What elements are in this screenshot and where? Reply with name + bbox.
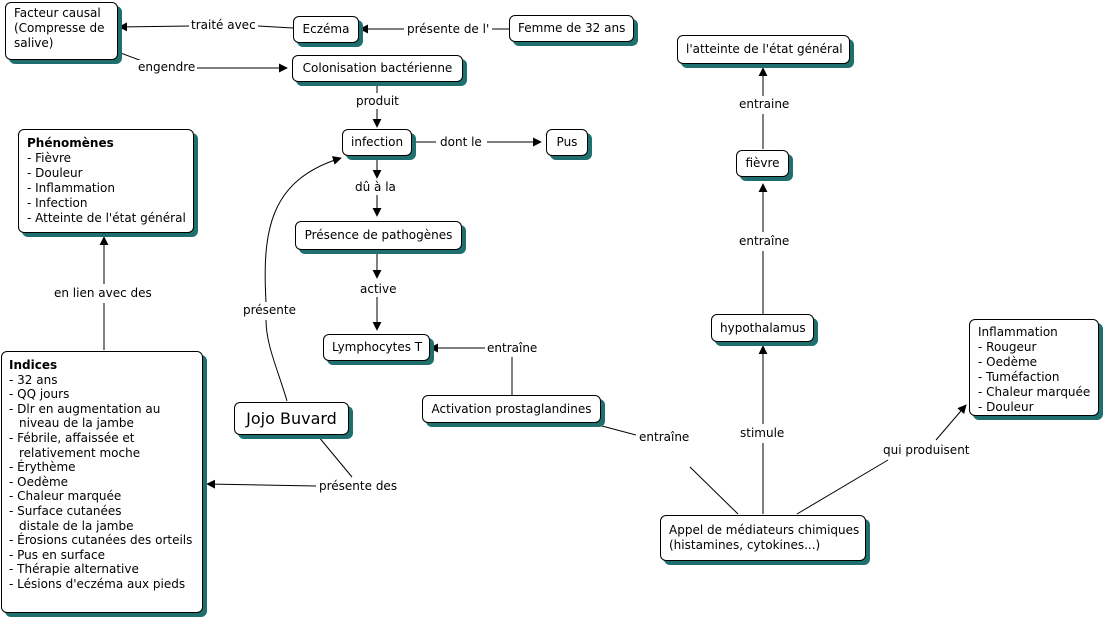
- indices-item: niveau de la jambe: [19, 416, 134, 431]
- link-label-traite-avec: traité avec: [189, 18, 258, 33]
- node-mediateurs[interactable]: Appel de médiateurs chimiques (histamine…: [660, 515, 866, 561]
- inflammation-item: - Tuméfaction: [978, 370, 1060, 384]
- indices-item: - Dlr en augmentation au: [9, 401, 161, 416]
- pathogenes-label: Présence de pathogènes: [304, 228, 453, 242]
- phenomenes-item: - Infection: [27, 196, 88, 210]
- link-label-qui-produisent: qui produisent: [881, 443, 972, 458]
- node-inflammation[interactable]: Inflammation - Rougeur - Oedème - Tuméfa…: [969, 319, 1099, 416]
- femme-label: Femme de 32 ans: [518, 21, 626, 35]
- phenomenes-item: - Inflammation: [27, 181, 115, 195]
- inflammation-item: - Rougeur: [978, 340, 1037, 354]
- link-label-presente-des: présente des: [317, 479, 400, 494]
- inflammation-item: - Oedème: [978, 355, 1038, 369]
- node-pus[interactable]: Pus: [546, 129, 588, 156]
- colonisation-label: Colonisation bactérienne: [302, 61, 453, 75]
- inflammation-item: - Chaleur marquée: [978, 385, 1091, 399]
- link-label-entraine-prostaglandines: entraîne: [637, 430, 692, 445]
- node-jojo-buvard[interactable]: Jojo Buvard: [234, 402, 349, 435]
- indices-item: - Érythème: [9, 460, 76, 475]
- node-hypothalamus[interactable]: hypothalamus: [711, 314, 814, 342]
- pus-label: Pus: [556, 135, 578, 149]
- infection-label: infection: [351, 135, 404, 149]
- link-jojo-infection: [264, 156, 342, 303]
- lymphocytes-label: Lymphocytes T: [332, 340, 423, 354]
- link-label-active: active: [358, 282, 399, 297]
- link-jojo-indices: [206, 479, 317, 489]
- indices-item: - Pus en surface: [9, 547, 105, 562]
- node-femme[interactable]: Femme de 32 ans: [509, 15, 634, 42]
- phenomenes-item: - Fièvre: [27, 151, 72, 165]
- link-label-presente: présente: [241, 303, 298, 318]
- link-label-stimule: stimule: [738, 426, 787, 441]
- inflammation-title: Inflammation: [978, 325, 1058, 339]
- node-atteinte[interactable]: l'atteinte de l'état général: [677, 35, 850, 64]
- phenomenes-title: Phénomènes: [27, 136, 114, 150]
- link-label-entraine-atteinte: entraine: [737, 97, 792, 112]
- link-eczema-facteur: [257, 25, 294, 29]
- indices-title: Indices: [9, 358, 58, 372]
- indices-item: - Thérapie alternative: [9, 562, 139, 577]
- link-label-en-lien-avec-des: en lien avec des: [52, 286, 154, 301]
- indices-item: - Érosions cutanées des orteils: [9, 533, 193, 548]
- phenomenes-item: - Atteinte de l'état général: [27, 211, 186, 225]
- fievre-label: fièvre: [745, 156, 780, 170]
- link-jojo-infection: [265, 319, 288, 402]
- link-label-du-a-la: dû à la: [353, 180, 398, 195]
- node-colonisation[interactable]: Colonisation bactérienne: [292, 55, 463, 82]
- link-label-dont-le: dont le: [438, 135, 484, 150]
- facteur-line-3: salive): [14, 36, 54, 50]
- mediateurs-line-1: Appel de médiateurs chimiques: [669, 523, 860, 537]
- link-label-presente-de-l: présente de l': [405, 22, 492, 37]
- inflammation-item: - Douleur: [978, 400, 1034, 414]
- node-pathogenes[interactable]: Présence de pathogènes: [295, 221, 462, 250]
- node-eczema[interactable]: Eczéma: [293, 16, 359, 43]
- link-mediateurs-prosta: [601, 425, 637, 436]
- indices-item: - Oedème: [9, 474, 69, 489]
- link-mediateurs-prosta: [689, 466, 739, 515]
- node-infection[interactable]: infection: [342, 129, 412, 156]
- facteur-line-1: Facteur causal: [14, 6, 101, 20]
- eczema-label: Eczéma: [302, 22, 350, 36]
- mediateurs-line-2: (histamines, cytokines...): [669, 538, 821, 552]
- link-jojo-indices: [317, 435, 353, 478]
- indices-item: relativement moche: [19, 445, 141, 460]
- atteinte-label: l'atteinte de l'état général: [686, 42, 843, 56]
- indices-item: - 32 ans: [9, 372, 58, 387]
- node-prostaglandines[interactable]: Activation prostaglandines: [422, 395, 601, 423]
- node-facteur-causal[interactable]: Facteur causal (Compresse de salive): [5, 2, 118, 60]
- node-indices[interactable]: Indices - 32 ans - QQ jours - Dlr en aug…: [1, 351, 203, 613]
- indices-item: - QQ jours: [9, 387, 70, 402]
- link-mediateurs-inflammation: [935, 404, 967, 441]
- jojo-label: Jojo Buvard: [246, 409, 337, 428]
- indices-item: - Surface cutanées: [9, 503, 122, 518]
- indices-item: distale de la jambe: [19, 518, 134, 533]
- prostaglandines-label: Activation prostaglandines: [431, 402, 592, 416]
- phenomenes-item: - Douleur: [27, 166, 83, 180]
- link-label-engendre: engendre: [136, 60, 198, 75]
- link-mediateurs-inflammation: [796, 459, 889, 515]
- link-label-produit: produit: [354, 94, 401, 109]
- indices-item: - Fébrile, affaissée et: [9, 430, 135, 445]
- indices-item: - Chaleur marquée: [9, 489, 122, 504]
- node-phenomenes[interactable]: Phénomènes - Fièvre - Douleur - Inflamma…: [18, 129, 194, 233]
- hypothalamus-label: hypothalamus: [720, 321, 806, 335]
- node-lymphocytes[interactable]: Lymphocytes T: [323, 334, 430, 361]
- link-label-entraine-fievre: entraîne: [737, 234, 792, 249]
- indices-item: - Lésions d'eczéma aux pieds: [9, 576, 186, 591]
- facteur-line-2: (Compresse de: [14, 21, 105, 35]
- node-fievre[interactable]: fièvre: [736, 150, 789, 177]
- link-eczema-facteur: [118, 22, 191, 32]
- link-label-entraine-lymphocytes: entraîne: [485, 341, 540, 356]
